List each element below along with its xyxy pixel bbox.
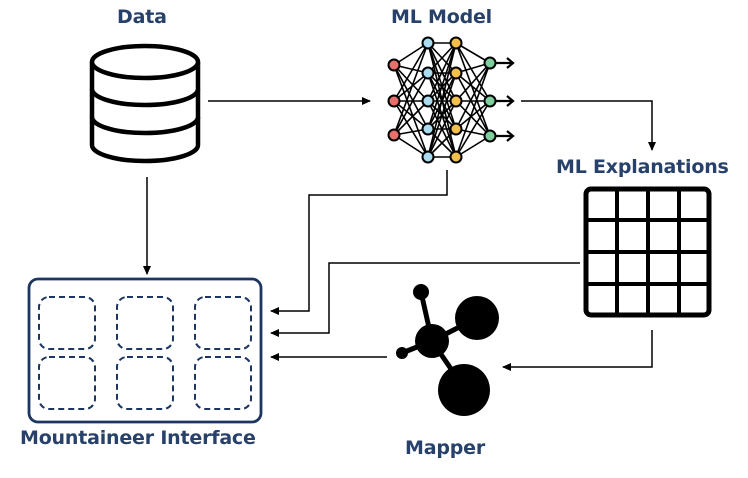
- neuron-node: [449, 36, 463, 50]
- network-edge: [455, 62, 491, 102]
- neuron-node: [421, 122, 435, 136]
- neuron-node: [449, 150, 463, 164]
- network-edge: [427, 128, 457, 158]
- network-edge: [393, 100, 429, 158]
- neuron-node: [421, 36, 435, 50]
- network-edge: [455, 62, 491, 158]
- network-edge: [455, 72, 491, 102]
- network-edge: [455, 42, 491, 64]
- network-edge: [393, 42, 429, 102]
- output-arrow: [496, 57, 515, 69]
- network-edge: [393, 100, 429, 136]
- neuron-node: [449, 66, 463, 80]
- network-edge: [393, 42, 429, 136]
- mapper-graph-icon: [396, 284, 499, 416]
- neuron-node: [421, 150, 435, 164]
- network-edge: [393, 64, 429, 102]
- network-edge: [427, 42, 457, 130]
- network-edge: [393, 100, 429, 130]
- data-label: Data: [117, 6, 167, 28]
- network-edge: [455, 100, 491, 158]
- database-icon: [89, 43, 201, 164]
- neuron-node: [387, 128, 401, 142]
- arrow-explanations-to-mapper: [502, 330, 653, 371]
- neuron-node: [421, 66, 435, 80]
- network-edge: [455, 100, 491, 137]
- neuron-node: [483, 94, 497, 108]
- neuron-node: [449, 122, 463, 136]
- ml-model-label: ML Model: [391, 6, 492, 28]
- network-edge: [427, 72, 457, 158]
- network-edge: [393, 64, 429, 158]
- neuron-node: [387, 94, 401, 108]
- neuron-node: [449, 94, 463, 108]
- neuron-node: [483, 129, 497, 143]
- network-edge: [427, 42, 457, 158]
- neuron-node: [483, 56, 497, 70]
- network-edge: [427, 42, 457, 102]
- network-edge: [455, 135, 491, 158]
- network-edge: [427, 42, 457, 74]
- network-edge: [455, 72, 491, 137]
- network-edge: [427, 100, 457, 158]
- neuron-node: [421, 94, 435, 108]
- output-arrow: [496, 130, 515, 142]
- network-edge: [393, 64, 429, 130]
- network-edge: [393, 42, 429, 66]
- network-edge: [393, 72, 429, 136]
- network-edge: [455, 42, 491, 102]
- network-edge: [455, 42, 491, 137]
- output-arrow: [496, 95, 515, 107]
- arrow-model-to-interface: [270, 170, 448, 315]
- mapper-label: Mapper: [405, 437, 485, 459]
- mountaineer-interface-label: Mountaineer Interface: [20, 427, 256, 449]
- arrow-model-to-explanations: [521, 100, 656, 151]
- grid-table-icon: [583, 186, 712, 318]
- network-edge: [455, 62, 491, 130]
- network-edge: [393, 134, 429, 158]
- neuron-node: [387, 58, 401, 72]
- dashboard-panels-icon: [27, 277, 263, 424]
- network-edge: [455, 100, 491, 130]
- arrow-explanations-to-interface: [270, 262, 580, 337]
- ml-explanations-label: ML Explanations: [556, 156, 729, 178]
- neural-network-icon: [387, 36, 515, 164]
